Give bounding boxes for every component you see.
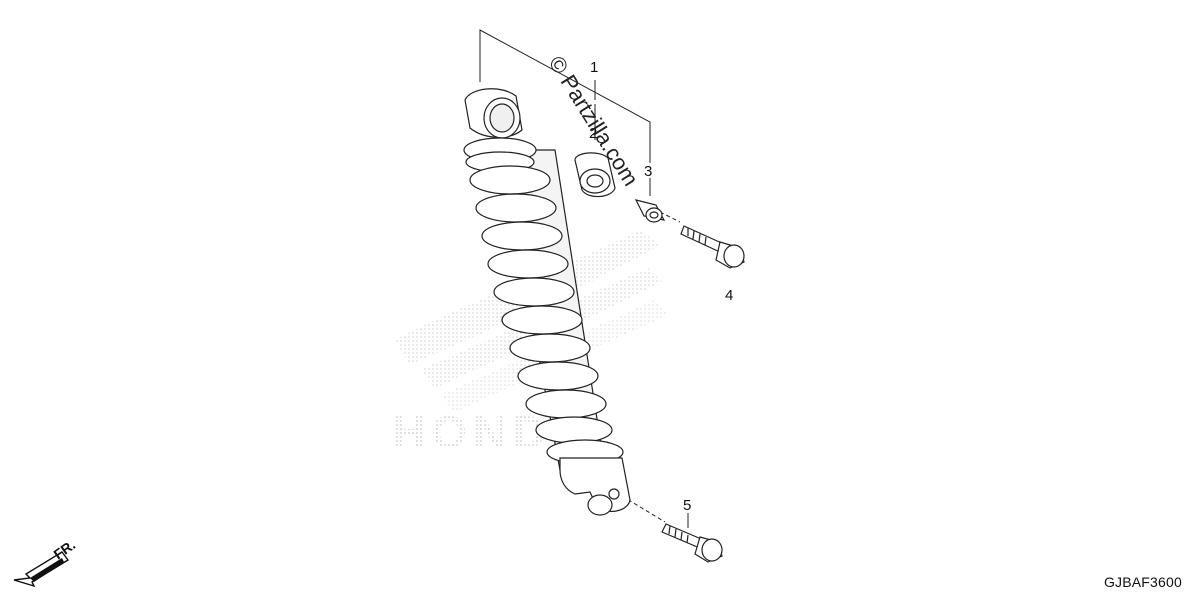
callout-5: 5 bbox=[683, 497, 691, 514]
spring-coils bbox=[469, 165, 613, 444]
upper-bolt-part bbox=[680, 225, 745, 269]
diagram-code: GJBAF3600 bbox=[1103, 574, 1182, 590]
callout-3: 3 bbox=[644, 163, 652, 180]
callout-labels: 1 2 3 4 5 bbox=[589, 59, 733, 514]
bushing-part bbox=[574, 152, 616, 198]
rear-cushion-part bbox=[463, 88, 631, 516]
front-arrow-icon bbox=[13, 551, 70, 588]
lower-bolt-part bbox=[661, 523, 723, 563]
callout-2: 2 bbox=[589, 125, 597, 142]
callout-4: 4 bbox=[725, 287, 733, 304]
callout-1: 1 bbox=[590, 59, 598, 76]
front-direction-indicator: FR. bbox=[13, 536, 78, 588]
collar-part bbox=[634, 199, 666, 223]
